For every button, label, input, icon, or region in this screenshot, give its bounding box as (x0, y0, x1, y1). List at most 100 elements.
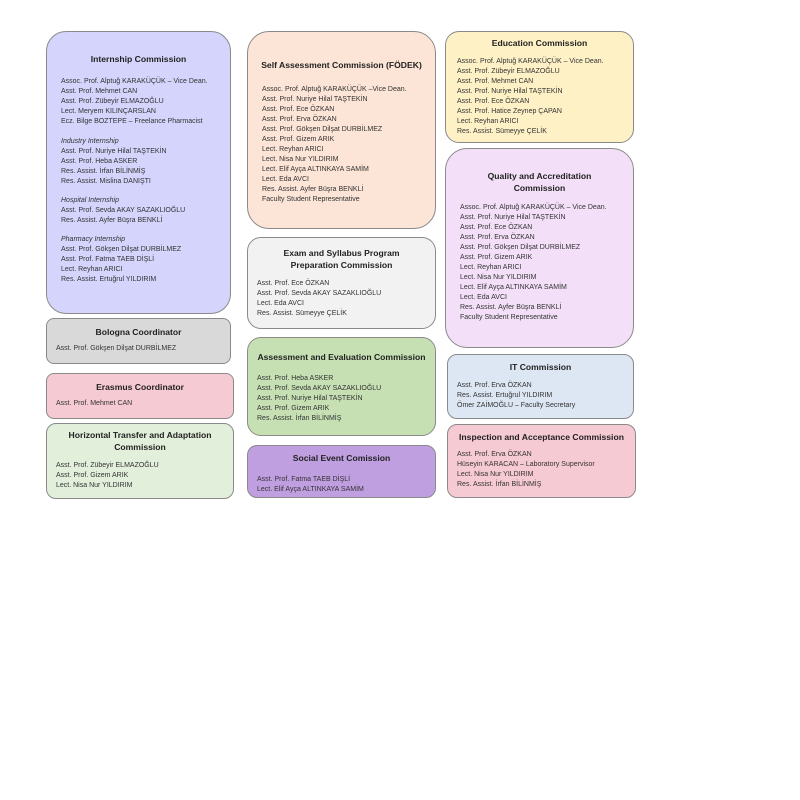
inspection-acceptance-title: Inspection and Acceptance Commission (459, 432, 624, 442)
inspection-acceptance-box: Inspection and Acceptance Commission Ass… (447, 424, 636, 498)
education-commission-members: Assoc. Prof. Alptuğ KARAKÜÇÜK – Vice Dea… (457, 57, 633, 137)
member-line: Asst. Prof. Mehmet CAN (457, 78, 534, 85)
internship-group-title: Industry Internship (61, 138, 119, 145)
erasmus-coordinator-members: Asst. Prof. Mehmet CAN (56, 399, 233, 409)
member-line: Asst. Prof. Mehmet CAN (61, 88, 138, 95)
exam-syllabus-title: Exam and Syllabus Program Preparation Co… (283, 248, 400, 270)
member-line: Assoc. Prof. Alptuğ KARAKÜÇÜK –Vice Dean… (262, 86, 407, 93)
member-line: Ecz. Bilge BOZTEPE – Freelance Pharmacis… (61, 118, 203, 125)
member-line: Asst. Prof. Heba ASKER (257, 375, 334, 382)
member-line: Asst. Prof. Gökşen Dilşat DURBİLMEZ (262, 126, 383, 133)
member-line: Asst. Prof. Zübeyir ELMAZOĞLU (61, 98, 164, 105)
member-line: Lect. Elif Ayça ALTINKAYA SAMİM (460, 284, 567, 291)
social-event-box: Social Event Comission Asst. Prof. Fatma… (247, 445, 436, 498)
member-line: Asst. Prof. Nuriye Hilal TAŞTEKİN (257, 395, 363, 402)
self-assessment-title: Self Assessment Commission (FÖDEK) (261, 60, 422, 70)
self-assessment-members: Assoc. Prof. Alptuğ KARAKÜÇÜK –Vice Dean… (262, 85, 435, 205)
member-line: Asst. Prof. Gizem ARIK (257, 405, 330, 412)
member-line: Faculty Student Representative (460, 314, 558, 321)
social-event-members: Asst. Prof. Fatma TAEB DİŞLİ Lect. Elif A… (257, 475, 435, 495)
member-line: Asst. Prof. Sevda AKAY SAZAKLIOĞLU (257, 290, 382, 297)
quality-accreditation-title: Quality and Accreditation Commission (487, 171, 592, 193)
member-line: Asst. Prof. Nuriye Hilal TAŞTEKİN (460, 214, 566, 221)
member-line: Asst. Prof. Erva ÖZKAN (457, 451, 532, 458)
inspection-acceptance-members: Asst. Prof. Erva ÖZKAN Hüseyin KARACAN – … (457, 450, 635, 490)
assessment-evaluation-box: Assessment and Evaluation Commission Ass… (247, 337, 436, 436)
member-line: Res. Assist. Ayfer Büşra BENKLİ (262, 186, 364, 193)
exam-syllabus-box: Exam and Syllabus Program Preparation Co… (247, 237, 436, 329)
erasmus-coordinator-box: Erasmus Coordinator Asst. Prof. Mehmet C… (46, 373, 234, 419)
member-line: Asst. Prof. Erva ÖZKAN (457, 382, 532, 389)
member-line: Res. Assist. Sümeyye ÇELİK (257, 310, 347, 317)
member-line: Asst. Prof. Ece ÖZKAN (460, 224, 533, 231)
member-line: Asst. Prof. Sevda AKAY SAZAKLIOĞLU (257, 385, 382, 392)
social-event-title: Social Event Comission (292, 453, 391, 463)
member-line: Asst. Prof. Erva ÖZKAN (262, 116, 337, 123)
member-line: Res. Assist. Ertuğrul YILDIRIM (457, 392, 553, 399)
quality-accreditation-members: Assoc. Prof. Alptuğ KARAKÜÇÜK – Vice Dea… (460, 203, 633, 323)
member-line: Assoc. Prof. Alptuğ KARAKÜÇÜK – Vice Dea… (457, 58, 604, 65)
member-line: Asst. Prof. Ece ÖZKAN (257, 280, 330, 287)
internship-commission-box: Internship Commission Assoc. Prof. Alptu… (46, 31, 231, 314)
internship-commission-members: Assoc. Prof. Alptuğ KARAKÜÇÜK – Vice Dea… (61, 77, 230, 127)
member-line: Asst. Prof. Gizem ARIK (262, 136, 335, 143)
member-line: Asst. Prof. Gizem ARIK (460, 254, 533, 261)
member-line: Asst. Prof. Ece ÖZKAN (457, 98, 530, 105)
member-line: Hüseyin KARACAN – Laboratory Supervisor (457, 461, 595, 468)
quality-accreditation-box: Quality and Accreditation Commission Ass… (445, 148, 634, 348)
bologna-coordinator-members: Asst. Prof. Gökşen Dilşat DURBİLMEZ (56, 344, 230, 354)
horizontal-transfer-members: Asst. Prof. Zübeyir ELMAZOĞLU Asst. Prof.… (56, 461, 233, 491)
self-assessment-box: Self Assessment Commission (FÖDEK) Assoc… (247, 31, 436, 229)
internship-commission-title: Internship Commission (90, 54, 187, 64)
erasmus-coordinator-title: Erasmus Coordinator (96, 382, 184, 392)
horizontal-transfer-title: Horizontal Transfer and Adaptation Commi… (68, 430, 212, 452)
member-line: Asst. Prof. Gizem ARIK (56, 472, 129, 479)
member-line: Lect. Nisa Nur YILDIRIM (56, 482, 133, 489)
member-line: Lect. Nisa Nur YILDIRIM (262, 156, 339, 163)
member-line: Asst. Prof. Nuriye Hilal TAŞTEKİN (457, 88, 563, 95)
it-commission-members: Asst. Prof. Erva ÖZKAN Res. Assist. Ertuğ… (457, 381, 633, 411)
member-line: Faculty Student Representative (262, 196, 360, 203)
member-line: Assoc. Prof. Alptuğ KARAKÜÇÜK – Vice Dea… (61, 78, 208, 85)
internship-group-title: Hospital Internship (61, 197, 119, 204)
member-line: Res. Assist. İrfan BİLİNMİŞ (257, 415, 342, 422)
member-line: Res. Assist. Ertuğrul YILDIRIM (61, 276, 157, 283)
member-line: Asst. Prof. Gökşen Dilşat DURBİLMEZ (460, 244, 581, 251)
internship-group-members: Asst. Prof. Sevda AKAY SAZAKLIOĞLU Res. A… (61, 206, 230, 226)
member-line: Lect. Reyhan ARICI (460, 264, 522, 271)
member-line: Lect. Elif Ayça ALTINKAYA SAMİM (257, 486, 364, 493)
member-line: Asst. Prof. Zübeyir ELMAZOĞLU (457, 68, 560, 75)
exam-syllabus-members: Asst. Prof. Ece ÖZKAN Asst. Prof. Sevda A… (257, 279, 435, 319)
member-line: Lect. Reyhan ARICI (262, 146, 324, 153)
member-line: Lect. Reyhan ARICI (457, 118, 519, 125)
assessment-evaluation-title: Assessment and Evaluation Commission (257, 352, 426, 362)
member-line: Asst. Prof. Nuriye Hilal TAŞTEKİN (61, 148, 167, 155)
internship-group-title: Pharmacy Internship (61, 236, 126, 243)
member-line: Asst. Prof. Zübeyir ELMAZOĞLU (56, 462, 159, 469)
member-line: Asst. Prof. Fatma TAEB DİŞLİ (61, 256, 155, 263)
member-line: Asst. Prof. Gökşen Dilşat DURBİLMEZ (56, 345, 177, 352)
member-line: Res. Assist. Ayfer Büşra BENKLİ (460, 304, 562, 311)
member-line: Lect. Eda AVCI (257, 300, 304, 307)
member-line: Lect. Eda AVCI (262, 176, 309, 183)
it-commission-title: IT Commission (509, 362, 572, 372)
member-line: Asst. Prof. Fatma TAEB DİŞLİ (257, 476, 351, 483)
member-line: Lect. Meryem KILINÇARSLAN (61, 108, 156, 115)
member-line: Asst. Prof. Mehmet CAN (56, 400, 133, 407)
member-line: Assoc. Prof. Alptuğ KARAKÜÇÜK – Vice Dea… (460, 204, 607, 211)
education-commission-title: Education Commission (491, 38, 588, 48)
member-line: Asst. Prof. Erva ÖZKAN (460, 234, 535, 241)
member-line: Res. Assist. Ayfer Büşra BENKLİ (61, 217, 163, 224)
member-line: Ömer ZAİMOĞLU – Faculty Secretary (457, 402, 576, 409)
bologna-coordinator-title: Bologna Coordinator (95, 327, 182, 337)
member-line: Lect. Elif Ayça ALTINKAYA SAMİM (262, 166, 369, 173)
member-line: Asst. Prof. Hatice Zeynep ÇAPAN (457, 108, 562, 115)
education-commission-box: Education Commission Assoc. Prof. Alptuğ… (445, 31, 634, 143)
member-line: Asst. Prof. Sevda AKAY SAZAKLIOĞLU (61, 207, 186, 214)
